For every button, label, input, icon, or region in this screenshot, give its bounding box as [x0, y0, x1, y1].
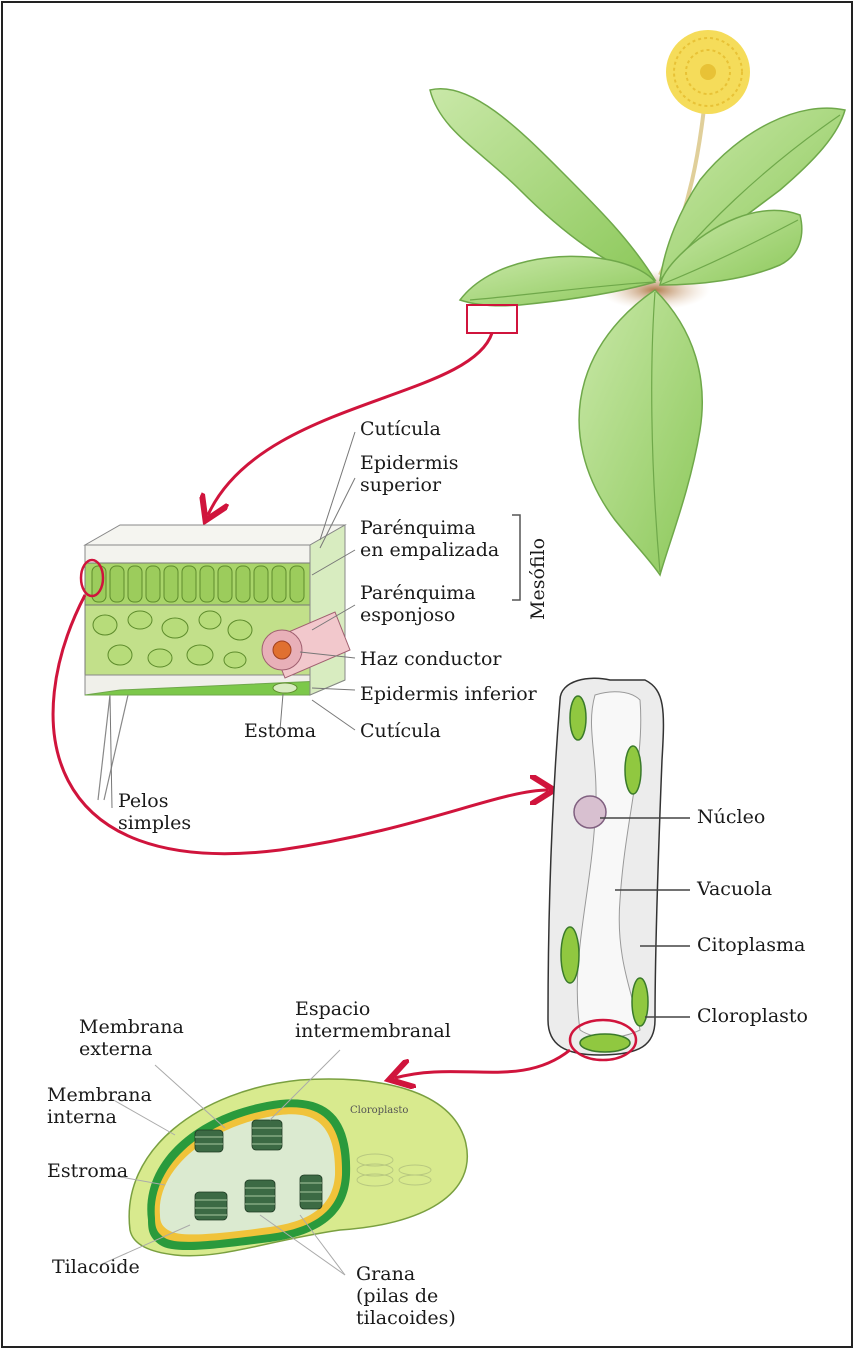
- label-pelos-simples: Pelos simples: [118, 790, 191, 834]
- label-epidermis-superior: Epidermis superior: [360, 452, 458, 496]
- flower-head: [666, 30, 750, 114]
- zoom-box-leaf: [467, 305, 517, 333]
- label-tilacoide: Tilacoide: [52, 1256, 140, 1278]
- label-parenquima-empalizada: Parénquima en empalizada: [360, 517, 499, 561]
- leaf-bottom: [579, 290, 702, 575]
- label-citoplasma: Citoplasma: [697, 934, 805, 956]
- nucleus: [574, 796, 606, 828]
- chloroplast-illustration: [100, 1050, 467, 1275]
- label-parenquima-esponjoso: Parénquima esponjoso: [360, 582, 476, 626]
- label-estoma: Estoma: [244, 720, 316, 742]
- leaf-upper-left: [430, 89, 655, 280]
- label-cloroplasto-inner: Cloroplasto: [350, 1105, 408, 1117]
- plant-cell: [548, 678, 690, 1060]
- label-vacuola: Vacuola: [697, 878, 772, 900]
- label-nucleo: Núcleo: [697, 806, 765, 828]
- dandelion-plant-illustration: [430, 30, 845, 575]
- label-grana: Grana (pilas de tilacoides): [356, 1263, 456, 1329]
- label-epidermis-inferior: Epidermis inferior: [360, 683, 537, 705]
- mesofilo-bracket: [512, 515, 520, 600]
- stoma: [273, 683, 297, 693]
- label-espacio-intermembranal: Espacio intermembranal: [295, 998, 451, 1042]
- label-estroma: Estroma: [47, 1160, 128, 1182]
- label-membrana-interna: Membrana interna: [47, 1084, 152, 1128]
- label-cuticula-inferior: Cutícula: [360, 720, 441, 742]
- label-haz-conductor: Haz conductor: [360, 648, 501, 670]
- label-cuticula-superior: Cutícula: [360, 418, 441, 440]
- label-membrana-externa: Membrana externa: [79, 1016, 184, 1060]
- label-cloroplasto: Cloroplasto: [697, 1005, 808, 1027]
- arrow-cell-to-chloroplast: [395, 1050, 570, 1078]
- label-mesofilo: Mesófilo: [527, 538, 549, 620]
